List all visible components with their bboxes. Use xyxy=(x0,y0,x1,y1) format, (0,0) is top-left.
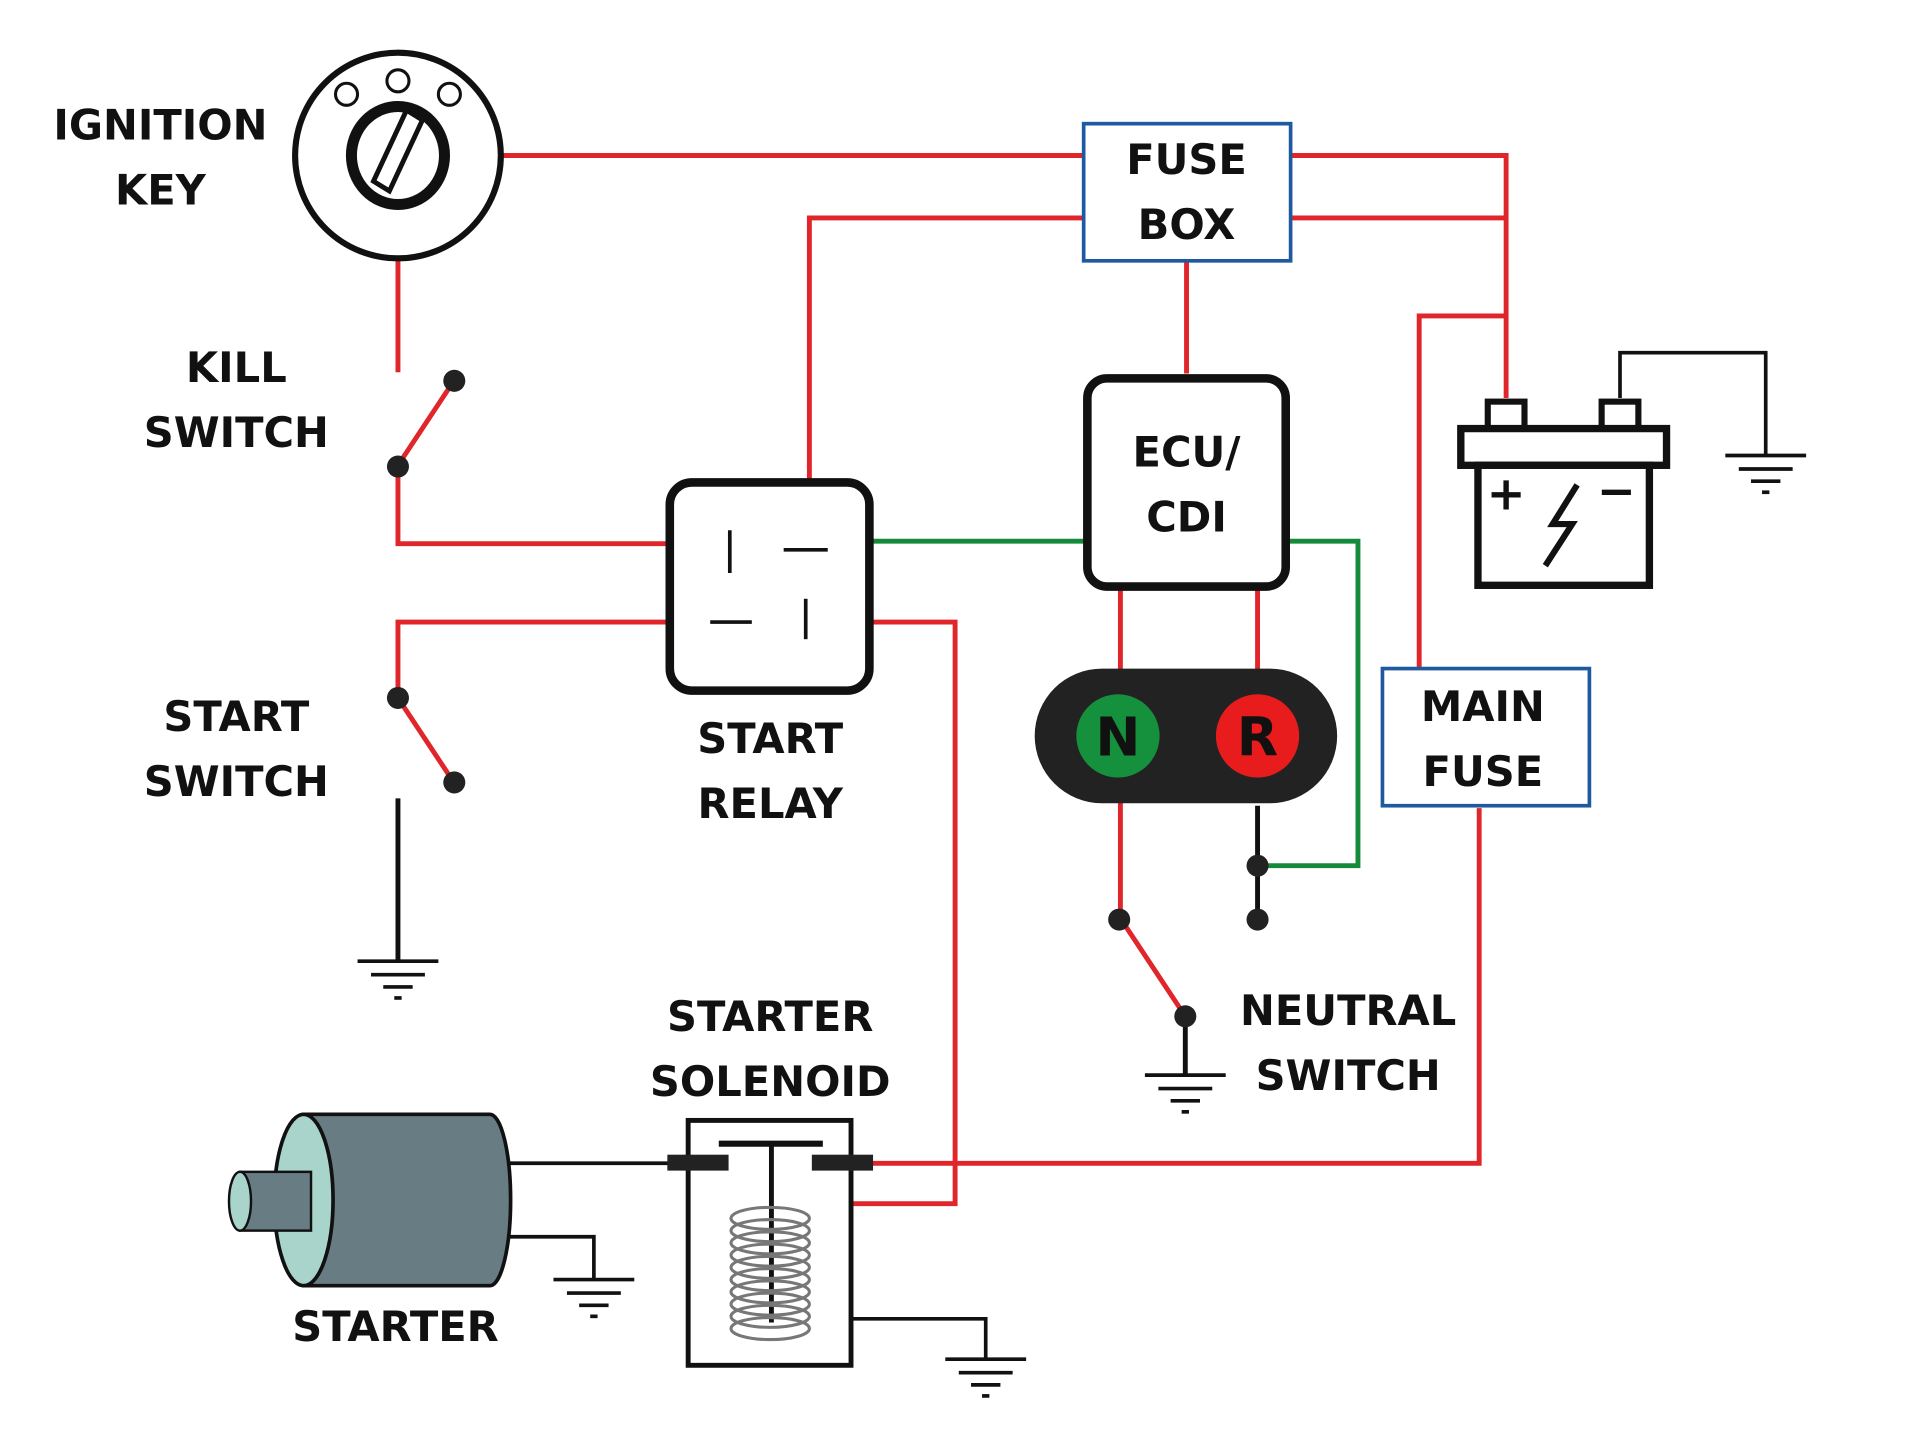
main-fuse[interactable]: MAIN FUSE xyxy=(1380,666,1592,808)
ground-wires xyxy=(395,350,1768,1360)
start-switch-label: START xyxy=(163,692,310,741)
fuse-box-label: FUSE xyxy=(1126,135,1247,184)
starter-solenoid-label: STARTER xyxy=(667,992,873,1041)
starter-solenoid[interactable] xyxy=(667,1117,874,1368)
green-wires xyxy=(871,538,1361,869)
battery-plus-label: + xyxy=(1487,466,1526,520)
starter-solenoid-label-2: SOLENOID xyxy=(650,1057,891,1106)
fuse-box[interactable]: FUSE BOX xyxy=(1081,121,1293,263)
red-wires xyxy=(395,153,1509,1207)
start-relay-label-2: RELAY xyxy=(698,779,844,828)
reverse-indicator-light xyxy=(1215,694,1300,778)
indicator-r-label: R xyxy=(1237,706,1278,769)
main-fuse-label-2: FUSE xyxy=(1423,747,1544,796)
battery-minus-label: − xyxy=(1597,464,1636,518)
neutral-indicator-light xyxy=(1076,694,1160,778)
indicator-n-label: N xyxy=(1095,706,1140,769)
neutral-switch-label-2: SWITCH xyxy=(1256,1051,1441,1100)
ecu-label: ECU/ xyxy=(1133,428,1242,477)
start-switch-label-2: SWITCH xyxy=(144,757,329,806)
ignition-key-label-2: KEY xyxy=(115,165,207,214)
coil-icon xyxy=(729,1205,811,1342)
ignition-key-icon[interactable] xyxy=(292,49,504,262)
kill-switch-label-2: SWITCH xyxy=(144,408,329,457)
indicator-panel: N R xyxy=(1034,668,1338,804)
starter-label: STARTER xyxy=(292,1302,498,1351)
ecu-label-2: CDI xyxy=(1146,492,1227,541)
main-fuse-label: MAIN xyxy=(1421,682,1545,731)
start-relay-label: START xyxy=(697,714,844,763)
starter-motor-icon[interactable] xyxy=(227,1112,513,1288)
switch-contacts xyxy=(386,369,1269,1028)
ecu-cdi[interactable]: ECU/ CDI xyxy=(1083,374,1291,591)
ground-symbol xyxy=(357,453,1807,1398)
lightning-icon xyxy=(1542,483,1580,568)
start-relay[interactable] xyxy=(665,478,874,695)
kill-switch-label: KILL xyxy=(186,343,287,392)
ignition-key-label: IGNITION xyxy=(53,101,267,150)
battery-icon: + − xyxy=(1457,398,1671,589)
neutral-switch-label: NEUTRAL xyxy=(1240,986,1456,1035)
fuse-box-label-2: BOX xyxy=(1138,200,1236,249)
